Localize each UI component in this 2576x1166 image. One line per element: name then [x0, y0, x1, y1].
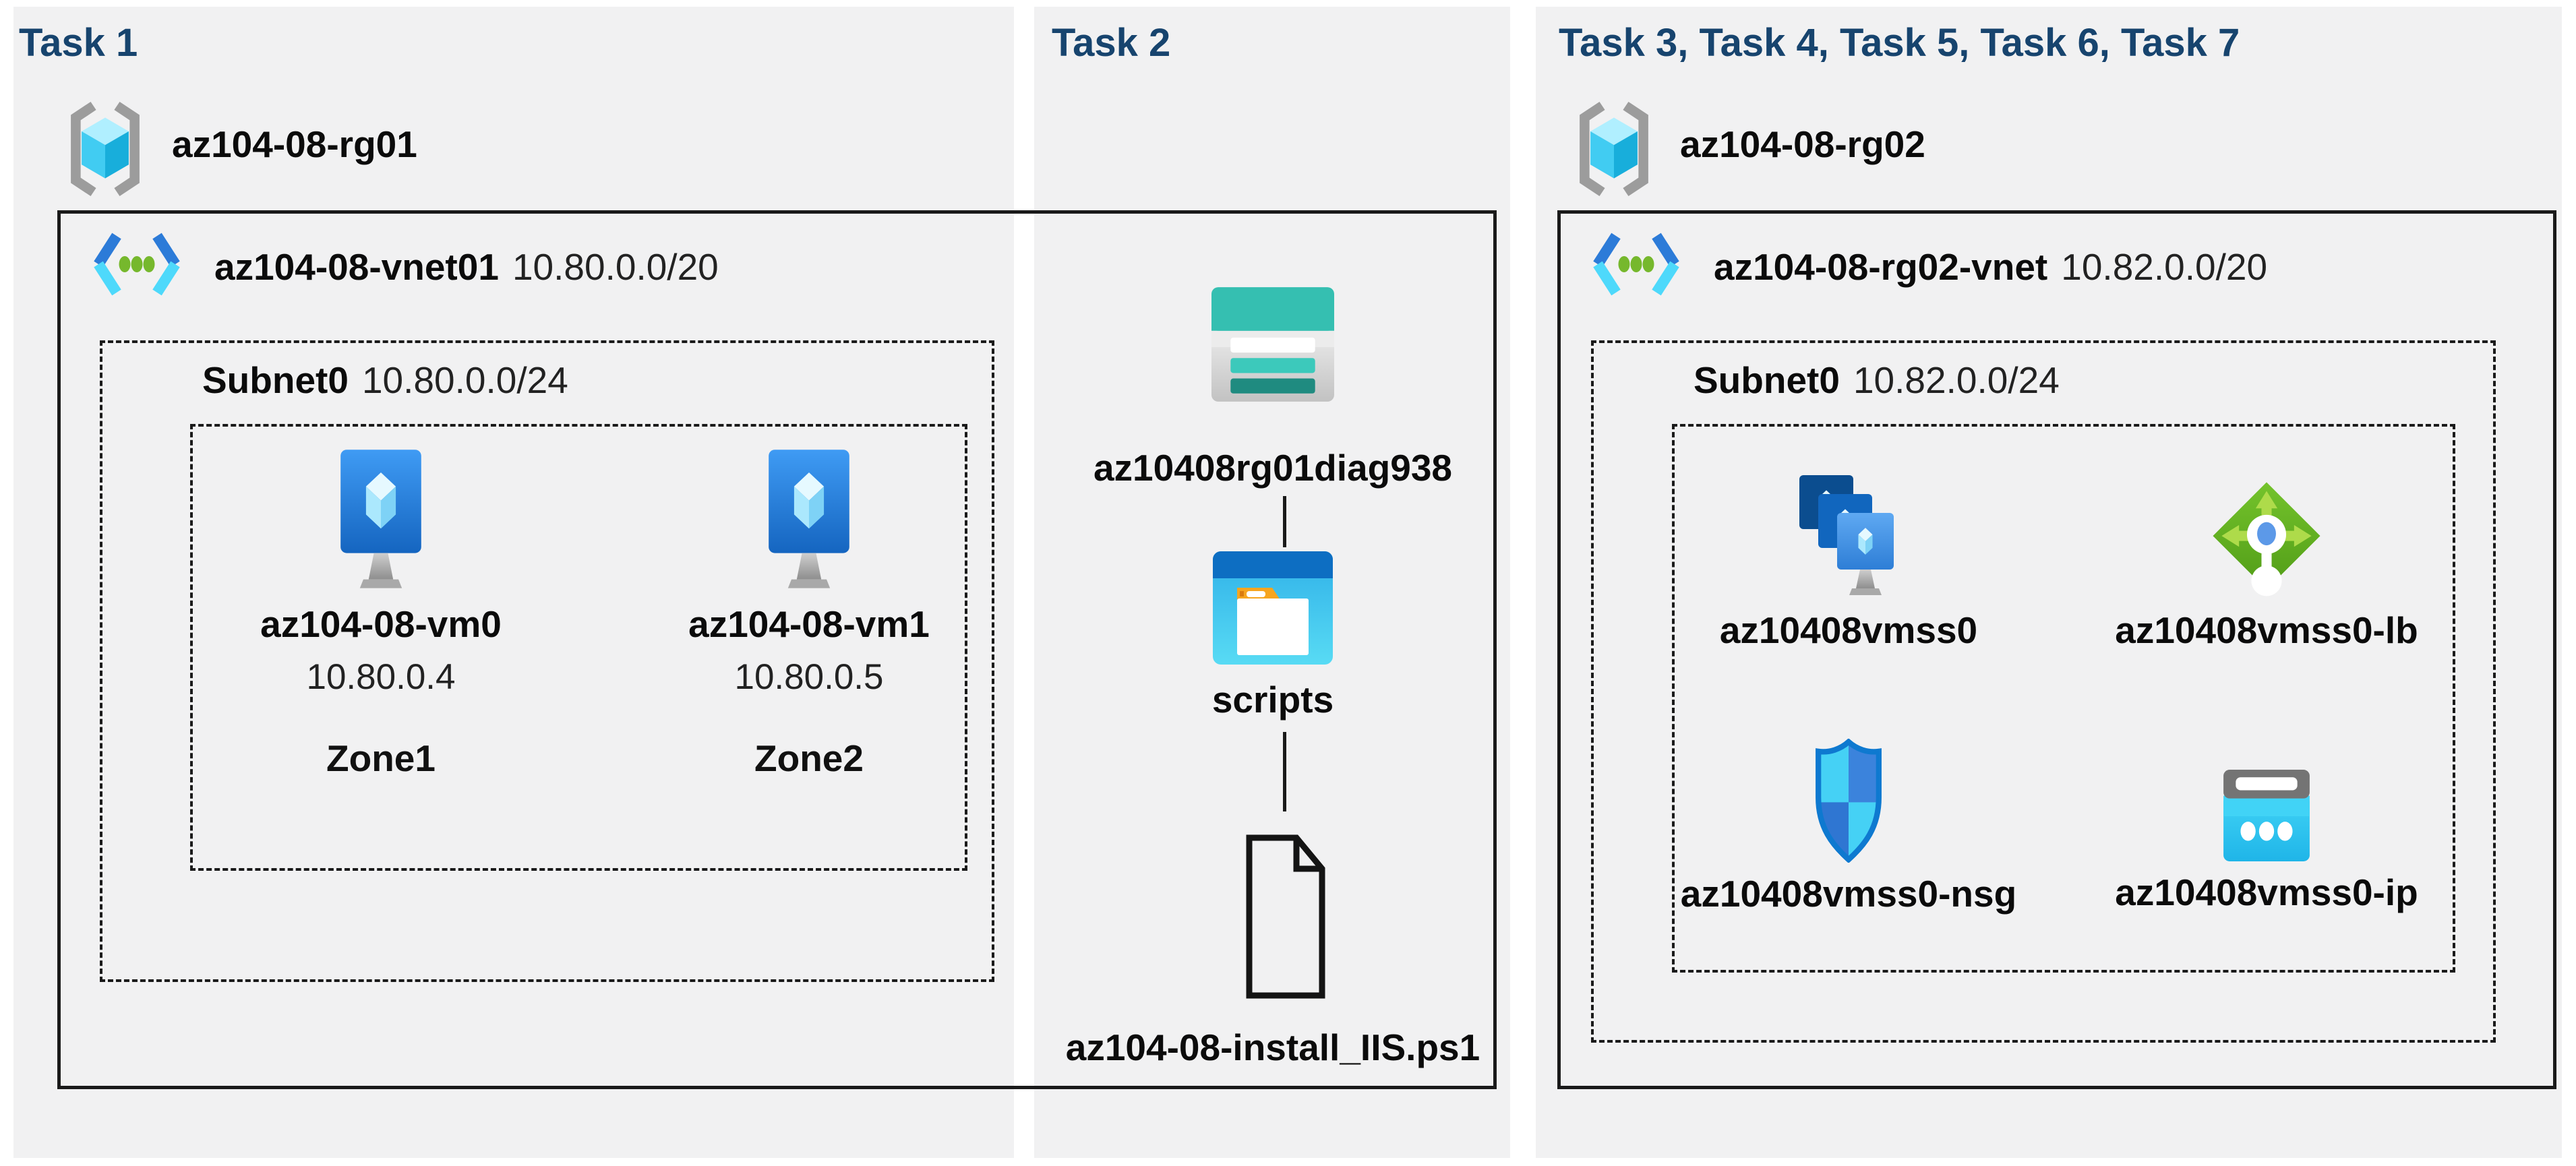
- task1-title: Task 1: [19, 21, 138, 65]
- container-name: scripts: [1211, 679, 1334, 720]
- resource-group-name: az104-08-rg02: [1680, 123, 1925, 165]
- vnet-cidr: 10.80.0.0/20: [512, 246, 719, 288]
- nsg-name: az10408vmss0-nsg: [1680, 873, 2017, 915]
- vm-block: az104-08-vm0 10.80.0.4 Zone1: [239, 446, 522, 780]
- vm-zone-box: [190, 424, 967, 871]
- task3-title: Task 3, Task 4, Task 5, Task 6, Task 7: [1559, 21, 2240, 65]
- vm-name: az104-08-vm1: [688, 603, 930, 645]
- vmss-block: az10408vmss0: [1673, 441, 2024, 652]
- file-name: az104-08-install_IIS.ps1: [1065, 1026, 1480, 1068]
- public-ip-name: az10408vmss0-ip: [2115, 871, 2418, 913]
- task1-panel: [13, 7, 1014, 1158]
- vmss-resource-box: [1672, 424, 2455, 973]
- file-icon: [1246, 834, 1325, 999]
- vm-ip: 10.80.0.4: [306, 657, 456, 697]
- connector-line: [1283, 732, 1286, 811]
- subnet-cidr: 10.80.0.0/24: [361, 359, 568, 401]
- subnet-box: [1591, 340, 2496, 1043]
- vm-zone: Zone1: [326, 737, 436, 779]
- subnet-label: Subnet0 10.80.0.0/24: [202, 359, 568, 402]
- load-balancer-block: az10408vmss0-lb: [2091, 441, 2442, 652]
- resource-group-name: az104-08-rg01: [172, 123, 417, 165]
- vm-zone: Zone2: [754, 737, 864, 779]
- storage-account-name: az10408rg01diag938: [1093, 447, 1453, 489]
- virtual-machine-icon: [769, 450, 849, 588]
- connector-line: [1283, 496, 1286, 547]
- public-ip-icon: [2223, 770, 2310, 861]
- resource-group-icon: [71, 101, 140, 197]
- vnet-label: az104-08-rg02-vnet 10.82.0.0/20: [1714, 245, 2267, 288]
- blob-container-icon: [1213, 551, 1333, 665]
- storage-account-icon: [1211, 287, 1334, 402]
- vmss-name: az10408vmss0: [1719, 609, 1978, 651]
- vm-block: az104-08-vm1 10.80.0.5 Zone2: [667, 446, 951, 780]
- virtual-machine-icon: [340, 450, 421, 588]
- virtual-network-icon: [1593, 233, 1679, 296]
- vnet-label: az104-08-vnet01 10.80.0.0/20: [214, 245, 719, 288]
- vnet-name: az104-08-vnet01: [214, 246, 499, 288]
- network-security-group-icon: [1809, 739, 1888, 863]
- vnet-box: [57, 210, 1497, 1089]
- vnet-cidr: 10.82.0.0/20: [2061, 246, 2268, 288]
- subnet-label: Subnet0 10.82.0.0/24: [1694, 359, 2060, 402]
- resource-group-icon: [1580, 101, 1648, 197]
- vm-name: az104-08-vm0: [260, 603, 502, 645]
- subnet-cidr: 10.82.0.0/24: [1853, 359, 2060, 401]
- task2-title: Task 2: [1052, 21, 1171, 65]
- vm-ip: 10.80.0.5: [734, 657, 884, 697]
- subnet-name: Subnet0: [202, 359, 349, 401]
- nsg-block: az10408vmss0-nsg: [1673, 733, 2024, 915]
- vm-scale-set-icon: [1799, 475, 1894, 595]
- subnet-box: [100, 340, 994, 982]
- load-balancer-name: az10408vmss0-lb: [2115, 609, 2418, 651]
- load-balancer-icon: [2213, 482, 2320, 596]
- vnet-box: [1557, 210, 2556, 1089]
- task3-panel: [1536, 7, 2562, 1158]
- subnet-name: Subnet0: [1694, 359, 1840, 401]
- virtual-network-icon: [94, 233, 180, 296]
- public-ip-block: az10408vmss0-ip: [2091, 748, 2442, 914]
- vnet-name: az104-08-rg02-vnet: [1714, 246, 2048, 288]
